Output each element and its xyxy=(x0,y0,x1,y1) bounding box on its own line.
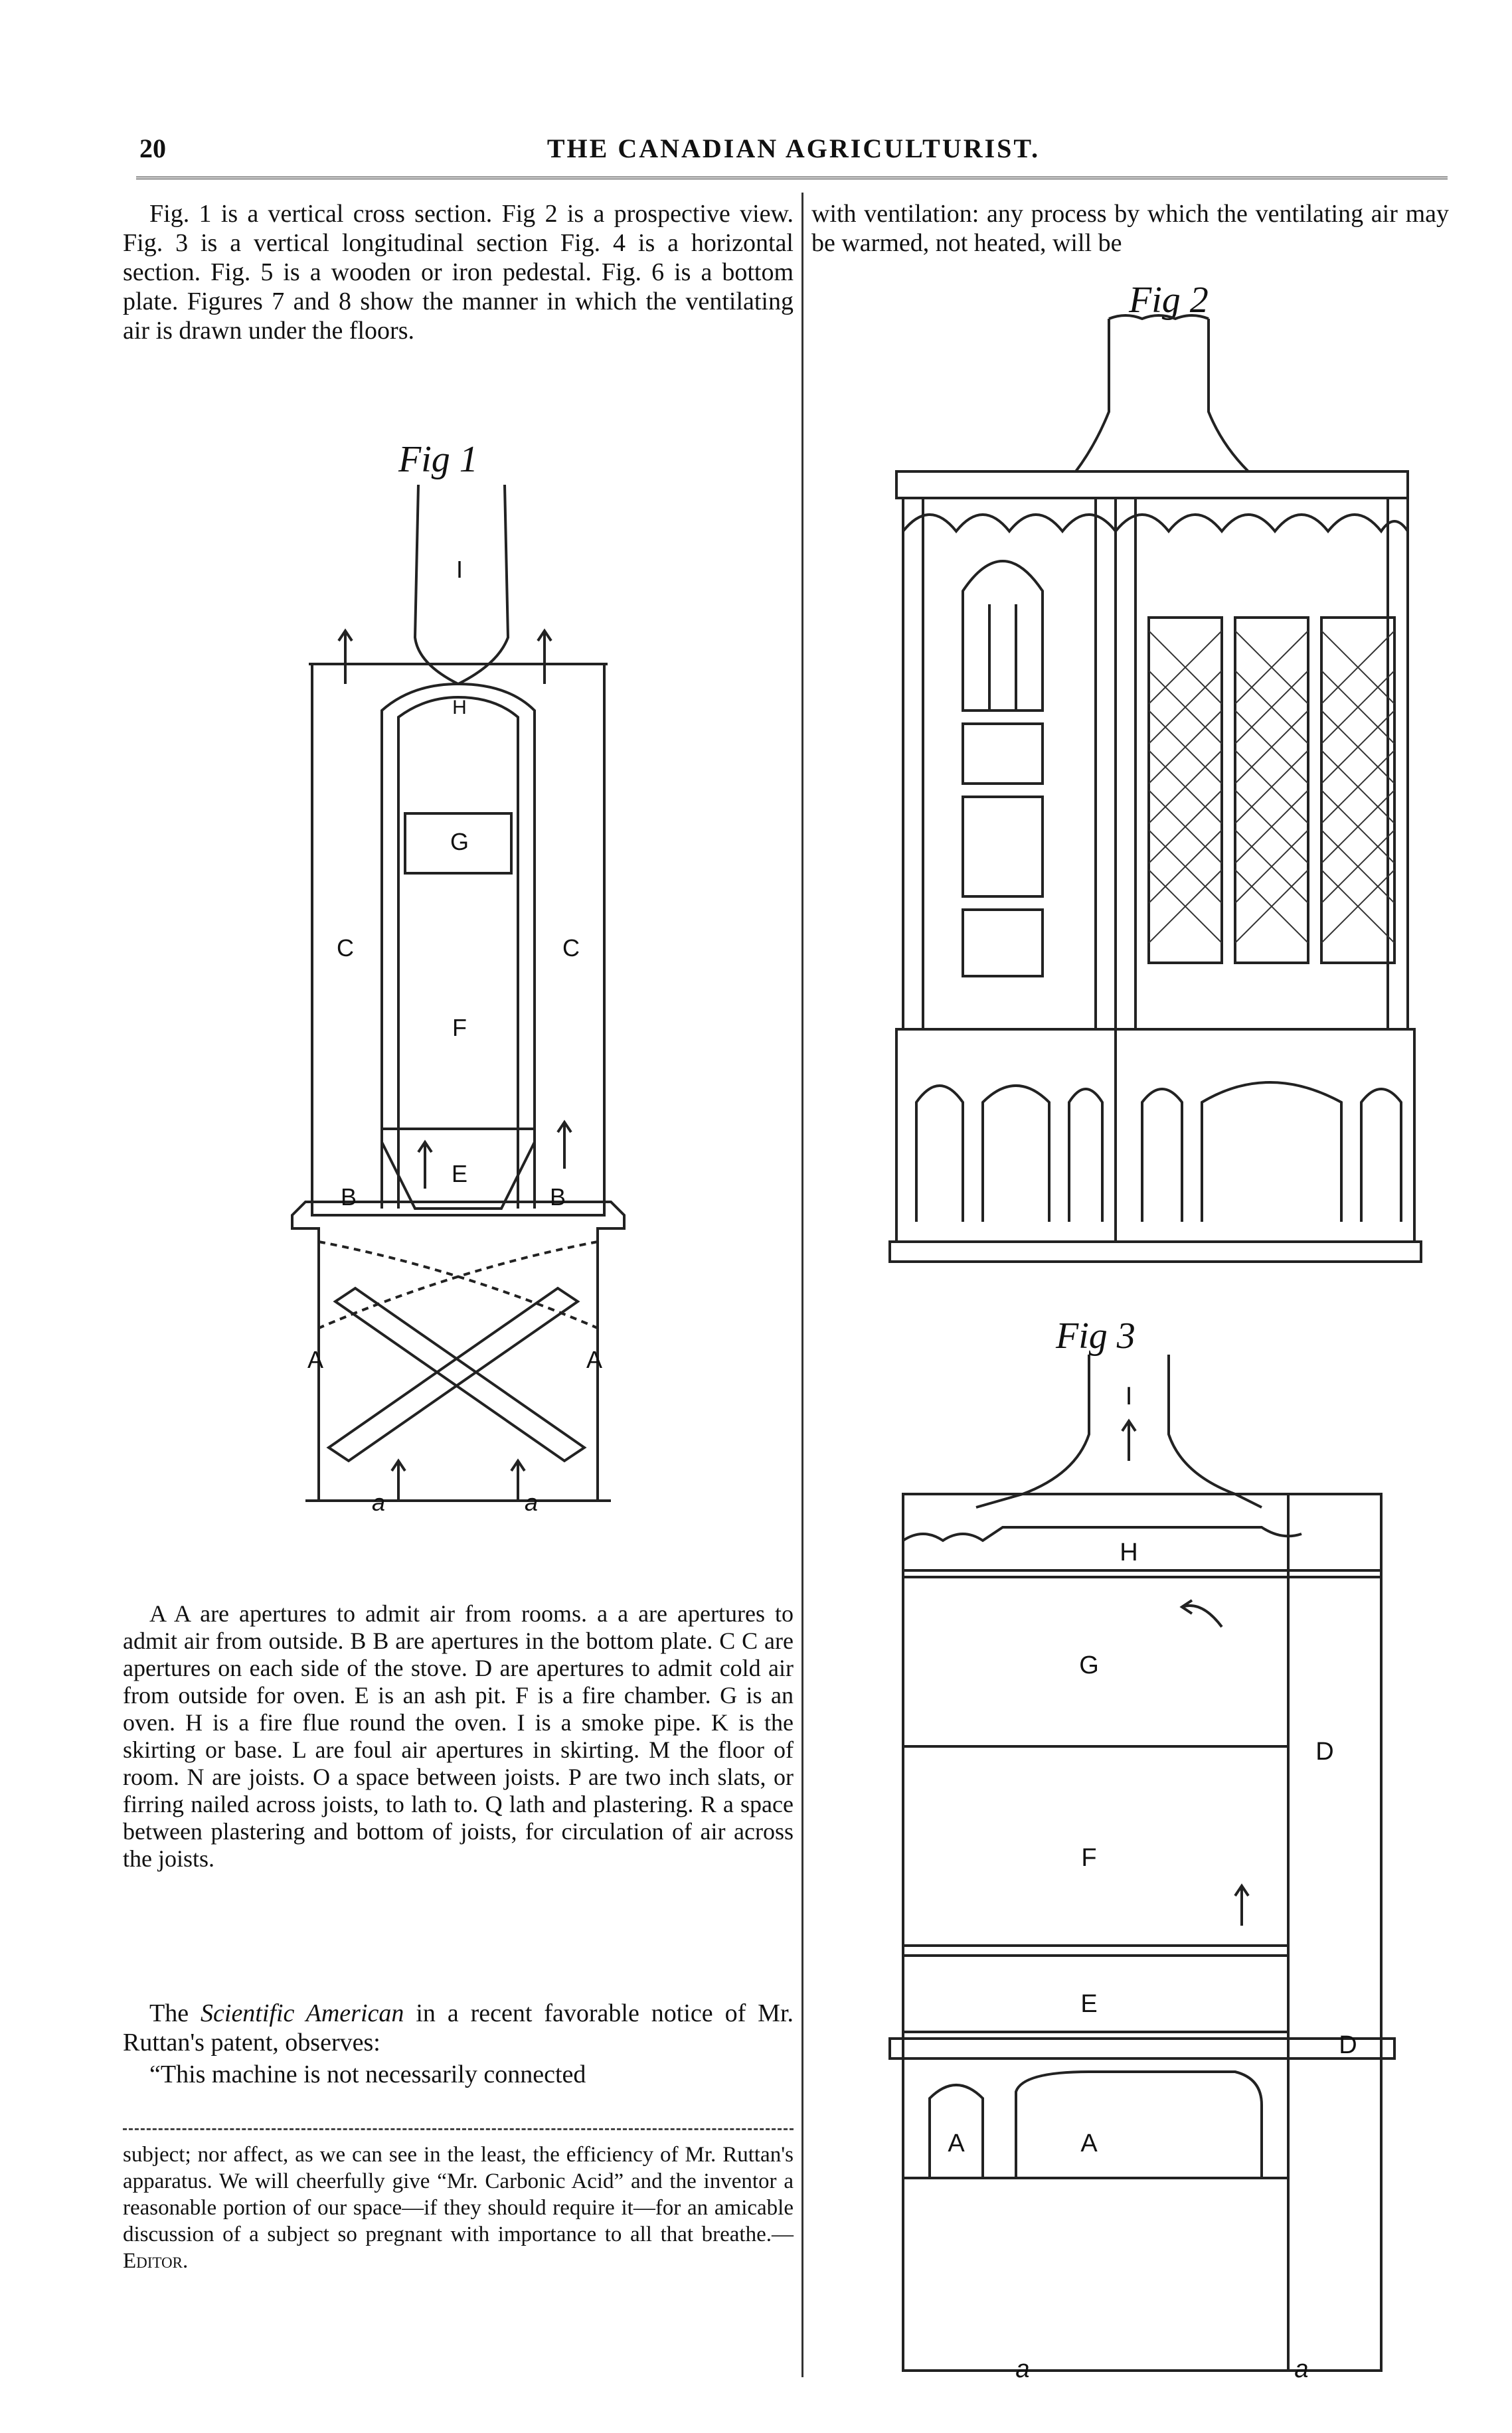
fig2-base-right xyxy=(1114,1028,1416,1243)
fig2-right-face xyxy=(1114,497,1409,1031)
fig3-label-A-left: A xyxy=(948,2130,965,2157)
fig1-label-F: F xyxy=(452,1014,467,1041)
fig1-label-a-left: a xyxy=(372,1489,385,1516)
fig1-label-A-right: A xyxy=(586,1346,602,1373)
fig3-body xyxy=(902,1493,1383,2372)
fig3-longitudinal-section: I H G D F E D A A a a xyxy=(888,1355,1396,2383)
legend-block: A A are apertures to admit air from room… xyxy=(123,1600,794,1879)
footnote: subject; nor affect, as we can see in th… xyxy=(123,2141,794,2274)
fig3-smoke-pipe xyxy=(975,1355,1262,1509)
fig3-label-A-right: A xyxy=(1080,2130,1098,2157)
right-column-paragraph: with ventilation: any process by which t… xyxy=(811,200,1449,257)
legend-paragraph: A A are apertures to admit air from room… xyxy=(123,1600,794,1872)
fig1-label-B-left: B xyxy=(341,1183,357,1211)
fig3-label-a-right: a xyxy=(1294,2355,1308,2383)
intro-paragraph: Fig. 1 is a vertical cross section. Fig … xyxy=(123,200,794,345)
fig3-label-D-lower: D xyxy=(1339,2031,1357,2059)
fig1-label-G: G xyxy=(450,828,469,855)
column-divider xyxy=(801,193,803,2377)
fig1-label-B-right: B xyxy=(550,1183,566,1211)
fig3-label-E: E xyxy=(1080,1990,1097,2018)
quote-paragraph: “This machine is not necessarily connect… xyxy=(149,2060,586,2088)
fig3-label-D-upper: D xyxy=(1315,1738,1333,1766)
page-number: 20 xyxy=(139,133,166,163)
fig2-base-left xyxy=(895,1028,1117,1243)
scientific-american-block: The Scientific American in a recent favo… xyxy=(123,1999,794,2096)
fig1-label-E: E xyxy=(452,1160,467,1187)
footnote-signature: Editor. xyxy=(123,2249,189,2273)
running-title: THE CANADIAN AGRICULTURIST. xyxy=(546,133,1041,163)
fig1-smoke-pipe xyxy=(413,484,510,686)
fig1-label-C-right: C xyxy=(562,934,580,962)
header-rule xyxy=(136,177,1448,179)
fig1-ash-pit xyxy=(380,1141,536,1210)
fig1-label-I: I xyxy=(456,556,463,583)
fig3-label-G: G xyxy=(1079,1651,1099,1679)
fig3-caption: Fig 3 xyxy=(1056,1315,1135,1357)
sci-am-title: Scientific American xyxy=(201,1999,404,2027)
fig1-casing xyxy=(311,663,606,1216)
figure-description: Fig. 1 is a vertical cross section. Fig … xyxy=(123,199,794,352)
fig3-label-a-left: a xyxy=(1015,2355,1029,2383)
fig2-perspective-view xyxy=(888,314,1422,1263)
fig2-left-face xyxy=(902,497,1117,1031)
fig1-label-A-left: A xyxy=(307,1346,323,1373)
right-column-text: with ventilation: any process by which t… xyxy=(811,199,1449,258)
fig1-vertical-cross-section: I H G C C F E B B A A a a xyxy=(291,484,626,1516)
fig1-label-a-right: a xyxy=(525,1489,538,1516)
fig3-label-H: H xyxy=(1120,1539,1137,1566)
fig1-fire-chamber xyxy=(380,682,536,1209)
fig1-oven xyxy=(404,812,513,875)
sci-am-prefix: The xyxy=(149,1999,201,2027)
fig2-caption: Fig 2 xyxy=(1129,280,1209,321)
fig1-label-C-left: C xyxy=(337,934,354,962)
fig2-chimney xyxy=(1074,319,1250,473)
sci-am-suffix: in a recent favorable notice of Mr. Rutt… xyxy=(123,1999,794,2056)
fig1-label-H: H xyxy=(452,697,467,718)
running-header: 20 THE CANADIAN AGRICULTURIST. xyxy=(139,133,1448,170)
fig1-pedestal xyxy=(291,1201,626,1502)
scientific-american-paragraph: The Scientific American in a recent favo… xyxy=(123,1999,794,2057)
footnote-text: subject; nor affect, as we can see in th… xyxy=(123,2143,794,2246)
fig3-label-I: I xyxy=(1126,1383,1133,1410)
footnote-rule xyxy=(123,2128,794,2130)
fig3-label-F: F xyxy=(1081,1844,1096,1872)
fig1-caption: Fig 1 xyxy=(398,439,478,480)
